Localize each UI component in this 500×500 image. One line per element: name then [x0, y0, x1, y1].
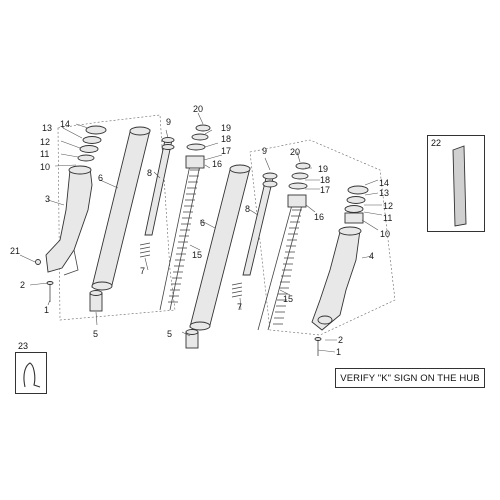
callout: 5 — [167, 329, 172, 339]
fork-slider-right — [311, 226, 362, 331]
callout: 19 — [221, 123, 231, 133]
callout: 7 — [237, 302, 242, 312]
inset-23-frame: 23 — [15, 341, 47, 394]
callout-labels: 14 13 12 11 10 3 21 2 1 6 5 9 8 7 20 19 … — [10, 104, 393, 357]
callout: 9 — [166, 117, 171, 127]
callout: 1 — [336, 347, 341, 357]
adhesive-strip-icon — [452, 145, 467, 227]
callout: 10 — [40, 162, 50, 172]
callout: 2 — [338, 335, 343, 345]
callout: 2 — [20, 280, 25, 290]
callout: 5 — [93, 329, 98, 339]
seal-stack-right — [344, 185, 369, 224]
leader-lines — [19, 112, 383, 353]
callout: 16 — [314, 212, 324, 222]
callout: 6 — [200, 218, 205, 228]
callout: 13 — [42, 123, 52, 133]
seal-stack-left — [77, 125, 107, 162]
callout: 19 — [318, 164, 328, 174]
callout: 8 — [245, 204, 250, 214]
callout: 4 — [369, 251, 374, 261]
callout: 20 — [290, 147, 300, 157]
hose-clip-icon — [23, 362, 41, 388]
callout: 18 — [221, 134, 231, 144]
callout: 14 — [379, 178, 389, 188]
bolt-left — [35, 259, 54, 302]
callout: 20 — [193, 104, 203, 114]
callout: 8 — [147, 168, 152, 178]
fork-tube-right — [185, 164, 251, 349]
fork-spring-right — [257, 162, 311, 331]
bolt-right — [314, 337, 322, 356]
fork-slider-left — [45, 165, 93, 276]
callout: 21 — [10, 246, 20, 256]
fork-spring-left — [159, 124, 211, 311]
callout: 18 — [320, 175, 330, 185]
callout: 6 — [98, 173, 103, 183]
callout: 1 — [44, 305, 49, 315]
callout: 12 — [40, 137, 50, 147]
verify-hub-note: VERIFY "K" SIGN ON THE HUB — [335, 368, 485, 388]
damper-rod-right — [231, 172, 278, 298]
fork-tube-left — [89, 126, 151, 312]
callout: 15 — [283, 294, 293, 304]
callout: 17 — [221, 146, 231, 156]
callout: 3 — [45, 194, 50, 204]
callout: 17 — [320, 185, 330, 195]
inset-23-label: 23 — [18, 341, 29, 351]
inset-22-frame: 22 — [427, 135, 485, 232]
callout: 11 — [383, 213, 392, 223]
callout: 11 — [40, 149, 49, 159]
callout: 12 — [383, 201, 393, 211]
callout: 9 — [262, 146, 267, 156]
assembly-outline-right — [249, 139, 396, 336]
damper-rod-left — [139, 137, 175, 258]
callout: 13 — [379, 188, 389, 198]
callout: 7 — [140, 266, 145, 276]
callout: 10 — [380, 229, 390, 239]
callout: 15 — [192, 250, 202, 260]
assembly-outline-left — [57, 114, 176, 321]
callout: 16 — [212, 159, 222, 169]
callout: 14 — [60, 119, 70, 129]
inset-22-label: 22 — [431, 138, 442, 148]
